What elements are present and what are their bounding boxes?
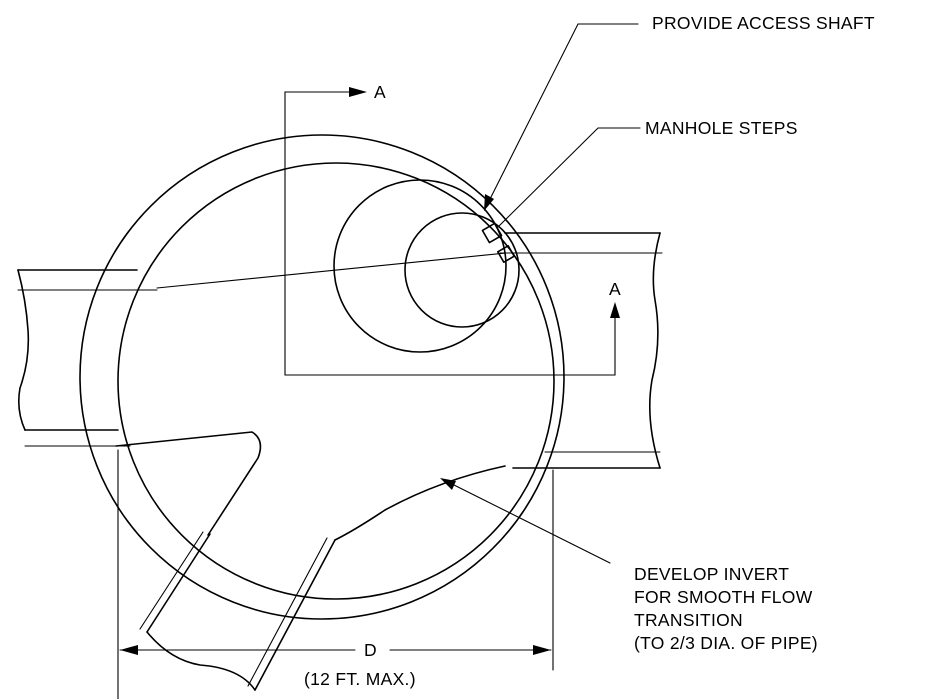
lateral-pipe-left-edge bbox=[146, 533, 211, 633]
dimension-arrowhead-right bbox=[533, 645, 551, 655]
dimension-max-label: (12 FT. MAX.) bbox=[304, 669, 416, 689]
lateral-pipe-left-inner bbox=[139, 531, 204, 630]
dimension-d-label: D bbox=[364, 640, 377, 660]
lateral-pipe-right-edge bbox=[254, 539, 336, 691]
provide-access-shaft-label: PROVIDE ACCESS SHAFT bbox=[652, 13, 875, 33]
section-a-top-label: A bbox=[374, 82, 386, 102]
invert-note-line3: TRANSITION bbox=[634, 610, 743, 630]
invert-bench-right bbox=[334, 465, 506, 541]
manhole-outer-wall bbox=[79, 134, 565, 620]
flow-channel-centerline bbox=[156, 252, 507, 289]
lateral-pipe-right-inner bbox=[247, 537, 328, 687]
manhole-step-upper bbox=[481, 222, 503, 244]
access-shaft-inner-ring bbox=[404, 212, 520, 328]
left-pipe-break-line bbox=[17, 269, 30, 431]
section-a-top-arrowhead bbox=[349, 87, 367, 97]
invert-note-leader-arrowhead bbox=[440, 478, 456, 490]
dimension-arrowhead-left bbox=[120, 645, 138, 655]
section-cut-line bbox=[284, 91, 616, 376]
invert-note-leader bbox=[447, 481, 611, 564]
section-a-right-label: A bbox=[609, 279, 621, 299]
invert-note-line1: DEVELOP INVERT bbox=[634, 564, 790, 584]
manhole-step-lower bbox=[497, 245, 515, 263]
access-shaft-outer-ring bbox=[333, 179, 507, 353]
invert-note-line4: (TO 2/3 DIA. OF PIPE) bbox=[634, 633, 818, 653]
manhole-steps-label: MANHOLE STEPS bbox=[645, 118, 798, 138]
lateral-pipe-break-line bbox=[146, 631, 256, 691]
access-shaft-leader bbox=[488, 23, 639, 202]
manhole-inner-wall bbox=[117, 162, 555, 600]
invert-bench-left bbox=[115, 431, 262, 536]
access-shaft-leader-arrowhead bbox=[484, 194, 494, 211]
section-a-right-arrowhead bbox=[610, 302, 620, 318]
right-pipe-break-line bbox=[648, 232, 661, 469]
manhole-steps-leader bbox=[497, 127, 641, 228]
invert-note-line2: FOR SMOOTH FLOW bbox=[634, 587, 813, 607]
